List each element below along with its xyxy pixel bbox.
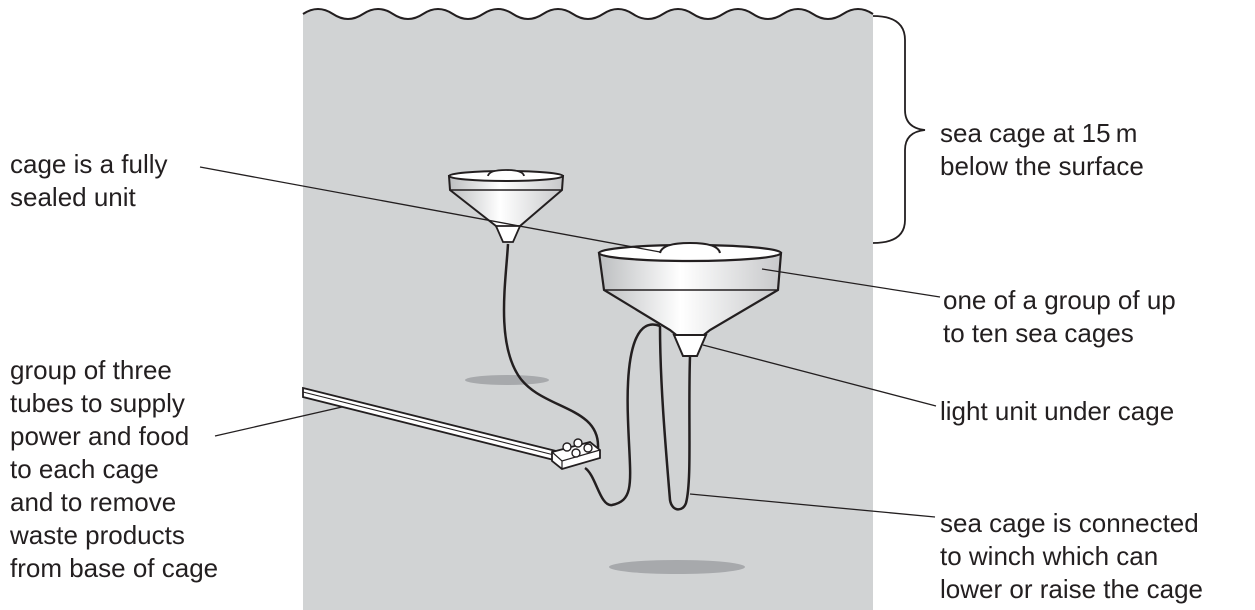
winch-cable-loop (584, 323, 661, 507)
sea-surface-line (302, 8, 874, 20)
label-light: light unit under cage (940, 396, 1175, 426)
label-group: one of a group of up to ten sea cages (943, 285, 1176, 348)
cage-shadow-large (609, 560, 745, 574)
light-unit-small (494, 225, 522, 243)
label-winch: sea cage is connected to winch which can… (940, 508, 1204, 604)
sea-cage-small (447, 169, 565, 243)
light-unit-large (672, 334, 708, 357)
leader-sealed-unit (199, 166, 661, 253)
label-sealed-unit: cage is a fully sealed unit (10, 149, 168, 212)
leader-light (702, 344, 937, 407)
depth-bracket (872, 15, 926, 244)
junction-box (551, 438, 601, 470)
sea-water (303, 9, 873, 610)
leader-tubes (214, 406, 343, 437)
small-cage-cable (502, 243, 600, 449)
winch-cable (658, 325, 692, 511)
label-depth: sea cage at 15 m below the surface (940, 118, 1144, 181)
leader-winch (689, 493, 936, 518)
label-tubes: group of three tubes to supply power and… (10, 355, 219, 583)
leader-group (761, 268, 941, 298)
cage-shadow-small (465, 375, 549, 385)
leader-lines (199, 166, 941, 518)
